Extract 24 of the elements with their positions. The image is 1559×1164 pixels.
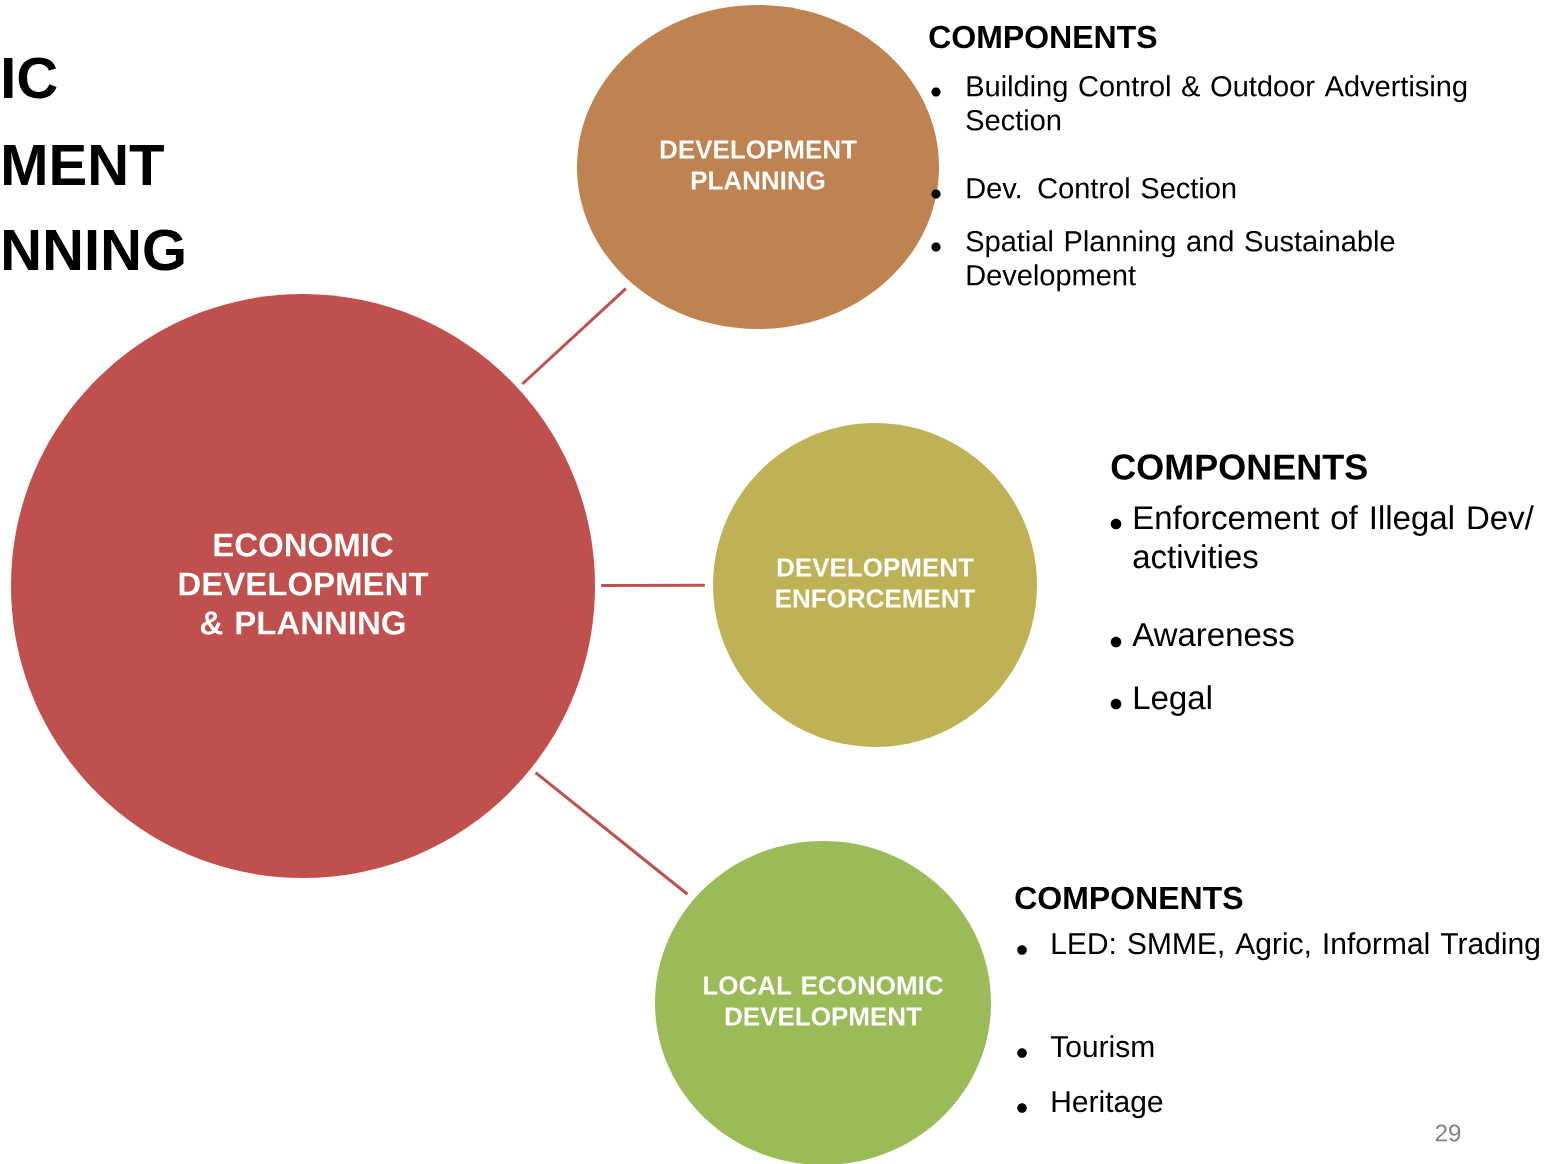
list-item: Legal (1134, 685, 1211, 716)
connector-line (534, 771, 689, 896)
heading: COMPONENTS (1015, 886, 1243, 910)
list-item: Spatial Planning and Sustainable Development (966, 230, 1395, 292)
title-fragment: MENT (4, 145, 164, 185)
connector-line (601, 583, 705, 587)
node-label: LOCAL ECONOMIC DEVELOPMENT (704, 976, 943, 1026)
list-item: Enforcement of Illegal Dev/ activities (1133, 505, 1534, 569)
heading: COMPONENTS (1111, 454, 1367, 480)
circle (11, 294, 595, 878)
connector-line (521, 287, 627, 386)
list-item: Heritage (1052, 1090, 1163, 1119)
node-label: ECONOMIC DEVELOPMENT & PLANNING (179, 533, 429, 635)
list-item: LED: SMME, Agric, Informal Trading (1052, 932, 1539, 961)
circle (713, 423, 1037, 747)
list-item: Tourism (1050, 1035, 1154, 1058)
title-fragment: IC (4, 57, 57, 99)
node-label: DEVELOPMENT ENFORCEMENT (776, 558, 976, 608)
list-item: Building Control & Outdoor Advertising Section (966, 75, 1467, 131)
list-item: Awareness (1132, 623, 1294, 647)
node-label: DEVELOPMENT PLANNING (660, 140, 857, 190)
heading: COMPONENTS (929, 25, 1157, 49)
list-item: Dev. Control Section (967, 177, 1236, 199)
page-number: 29 (1435, 1124, 1461, 1142)
